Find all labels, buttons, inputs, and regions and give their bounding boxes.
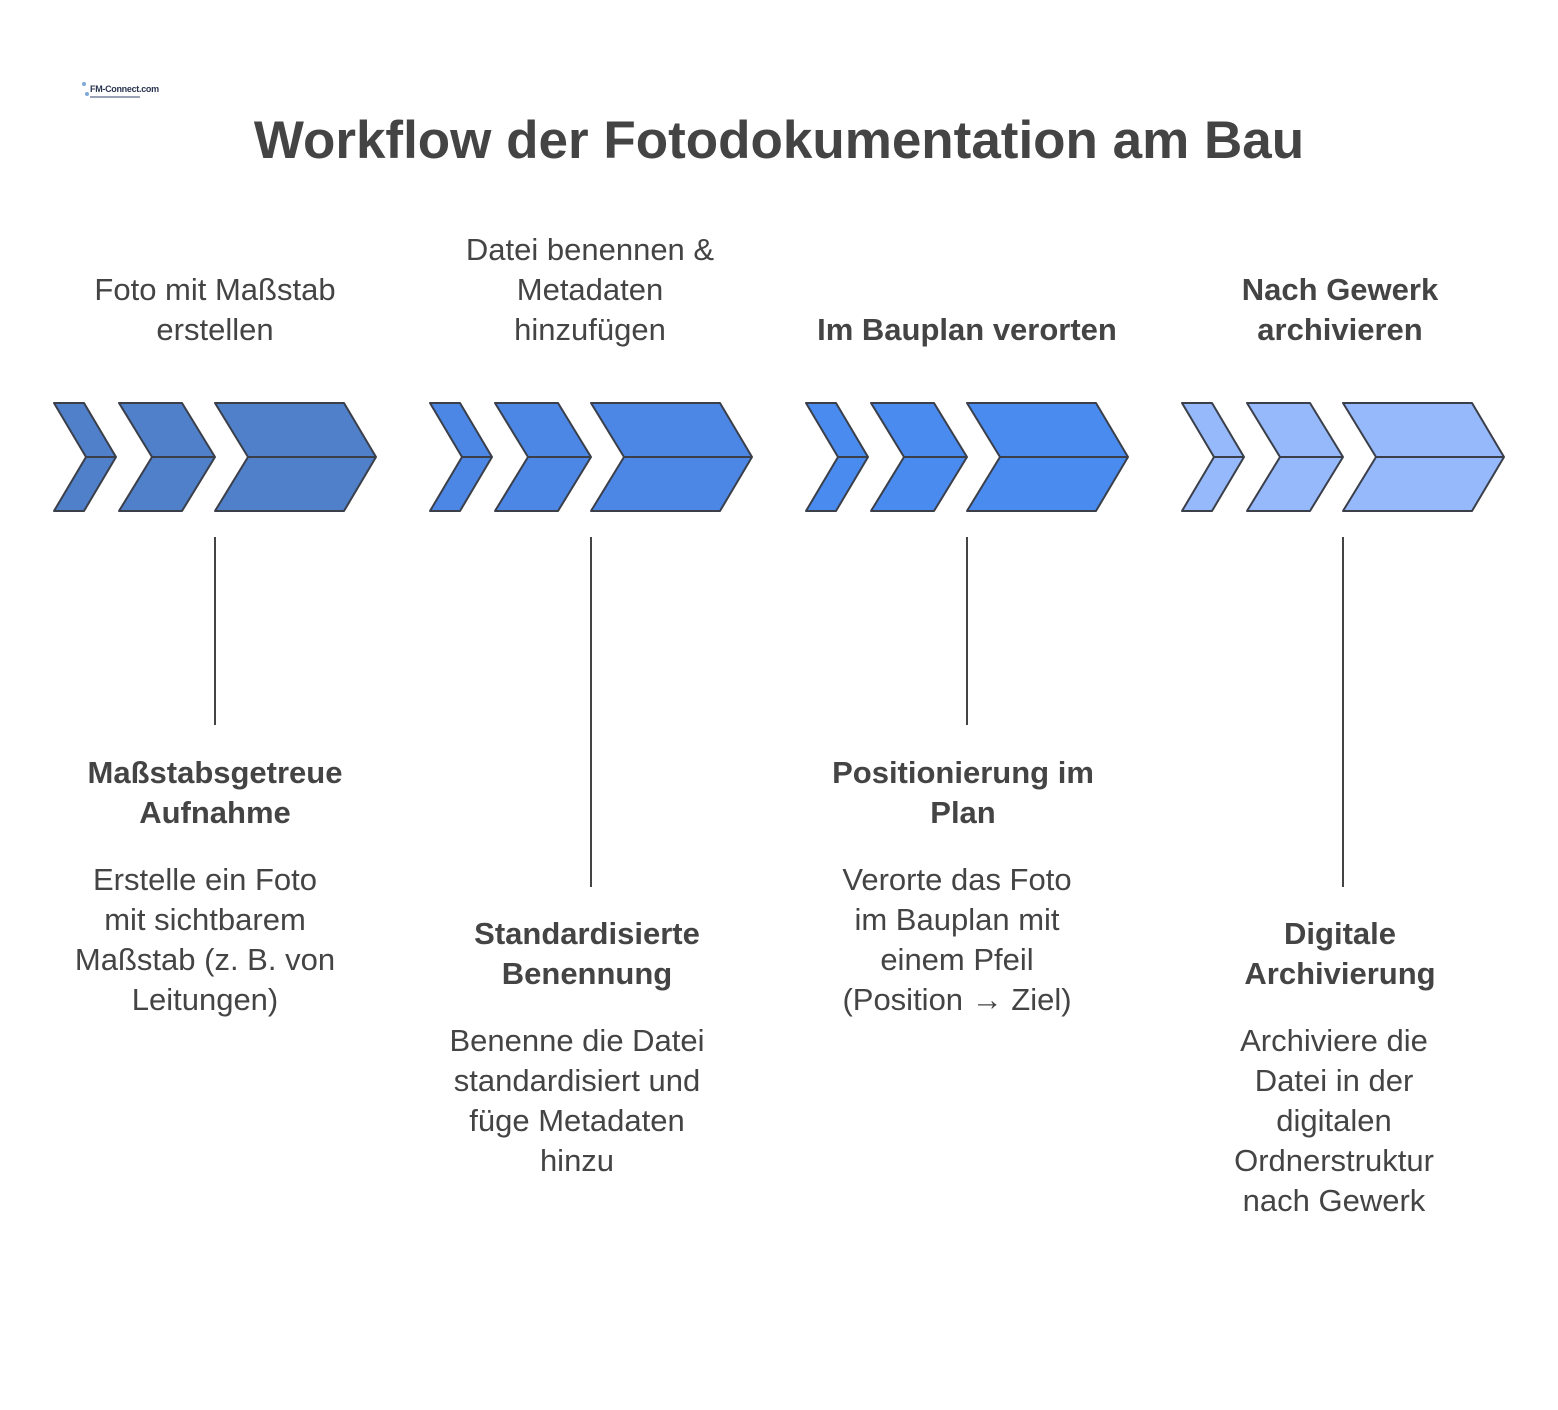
step-2-chevrons bbox=[428, 400, 758, 514]
step-2-label: Datei benennen & Metadaten hinzufügen bbox=[465, 232, 715, 347]
step-1-label: Foto mit Maßstab erstellen bbox=[94, 272, 336, 347]
logo-tagline bbox=[90, 96, 140, 98]
step-4-label: Nach Gewerk archivieren bbox=[1241, 272, 1439, 347]
connector-line bbox=[590, 537, 592, 887]
step-3-heading: Positionierung im Plan bbox=[832, 755, 1094, 830]
connector-line bbox=[214, 537, 216, 725]
step-3-chevrons bbox=[804, 400, 1134, 514]
step-2-heading: Standardisierte Benennung bbox=[474, 916, 700, 991]
step-1-chevrons bbox=[52, 400, 382, 514]
step-2-description: Benenne die Datei standardisiert und füg… bbox=[449, 1023, 705, 1178]
step-1-heading: Maßstabsgetreue Aufnahme bbox=[87, 755, 343, 830]
logo-mark bbox=[82, 82, 86, 86]
logo-text: FM-Connect.com bbox=[90, 84, 159, 94]
page-title: Workflow der Fotodokumentation am Bau bbox=[253, 111, 1305, 170]
step-3-description: Verorte das Foto im Bauplan mit einem Pf… bbox=[842, 862, 1072, 1017]
logo-mark bbox=[85, 92, 89, 96]
step-4-description: Archiviere die Datei in der digitalen Or… bbox=[1234, 1023, 1434, 1218]
connector-line bbox=[966, 537, 968, 725]
connector-line bbox=[1342, 537, 1344, 887]
step-4-chevrons bbox=[1180, 400, 1510, 514]
step-1-description: Erstelle ein Foto mit sichtbarem Maßstab… bbox=[74, 862, 336, 1017]
logo: FM-Connect.com bbox=[80, 78, 159, 108]
step-4-heading: Digitale Archivierung bbox=[1244, 916, 1436, 991]
step-3-label: Im Bauplan verorten bbox=[817, 312, 1117, 347]
